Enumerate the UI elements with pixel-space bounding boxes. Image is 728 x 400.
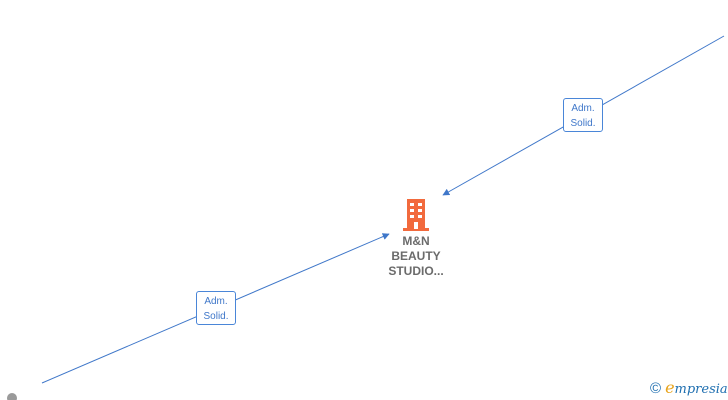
company-name-line: STUDIO... [388,264,444,278]
company-name-line: M&N [402,234,430,248]
copyright-symbol: © [650,380,662,397]
edge-label-top-right[interactable]: Adm. Solid. [563,98,603,132]
edge-label-line: Solid. [570,118,596,129]
company-node[interactable]: M&N BEAUTY STUDIO... [380,198,452,279]
edge-label-line: Adm. [571,103,595,114]
company-name-line: BEAUTY [391,249,441,263]
edge-label-bottom-left[interactable]: Adm. Solid. [196,291,236,325]
building-icon [403,199,429,231]
edge-label-line: Adm. [204,296,228,307]
empresia-watermark: ©empresia [650,378,728,398]
person-node-partial[interactable] [7,393,17,400]
brand-initial: e [665,378,675,397]
brand-name: mpresia [674,382,728,397]
company-name[interactable]: M&N BEAUTY STUDIO... [380,234,452,279]
edge-label-line: Solid. [203,311,229,322]
